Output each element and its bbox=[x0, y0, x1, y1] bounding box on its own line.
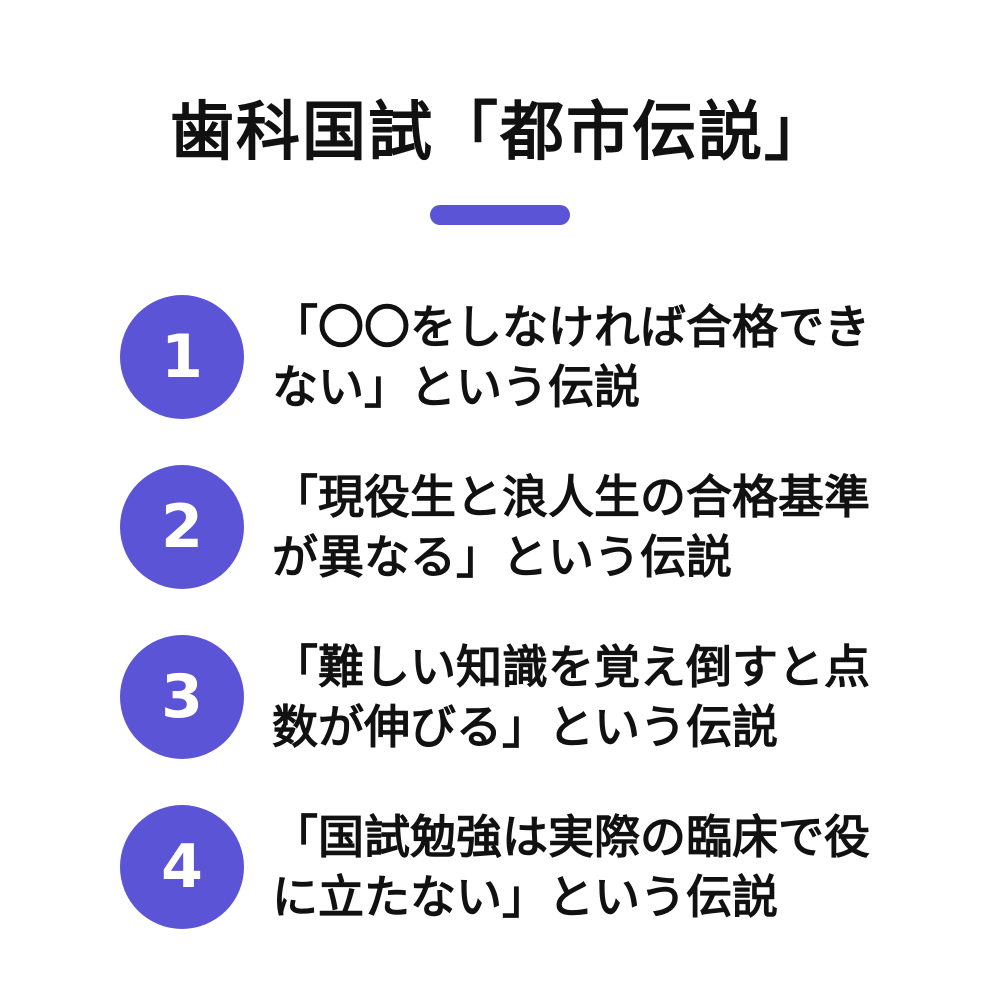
list-item: 1 「〇〇をしなければ合格でき ない」という伝説 bbox=[0, 295, 1000, 455]
list-item: 4 「国試勉強は実際の臨床で役 に立たない」という伝説 bbox=[0, 805, 1000, 965]
list-item: 2 「現役生と浪人生の合格基準 が異なる」という伝説 bbox=[0, 465, 1000, 625]
list-item-text: 「〇〇をしなければ合格でき ない」という伝説 bbox=[272, 297, 912, 417]
title-underline-bar bbox=[430, 205, 570, 225]
list-item-line: に立たない」という伝説 bbox=[272, 870, 778, 924]
number-badge: 4 bbox=[120, 805, 244, 929]
list-item-line: ない」という伝説 bbox=[272, 360, 640, 414]
number-badge: 1 bbox=[120, 295, 244, 419]
list-item-text: 「国試勉強は実際の臨床で役 に立たない」という伝説 bbox=[272, 807, 912, 927]
list-item-text: 「現役生と浪人生の合格基準 が異なる」という伝説 bbox=[272, 467, 912, 587]
list-item-line: 数が伸びる」という伝説 bbox=[272, 700, 778, 754]
list-item-line: 「〇〇をしなければ合格でき bbox=[272, 300, 870, 354]
list-item-line: 「国試勉強は実際の臨床で役 bbox=[272, 810, 870, 864]
number-badge: 3 bbox=[120, 635, 244, 759]
list-item-line: 「難しい知識を覚え倒すと点 bbox=[272, 640, 870, 694]
list-item-line: 「現役生と浪人生の合格基準 bbox=[272, 470, 870, 524]
list-item: 3 「難しい知識を覚え倒すと点 数が伸びる」という伝説 bbox=[0, 635, 1000, 795]
list-item-line: が異なる」という伝説 bbox=[272, 530, 732, 584]
list-item-text: 「難しい知識を覚え倒すと点 数が伸びる」という伝説 bbox=[272, 637, 912, 757]
number-badge: 2 bbox=[120, 465, 244, 589]
page-title: 歯科国試「都市伝説」 bbox=[170, 96, 830, 170]
